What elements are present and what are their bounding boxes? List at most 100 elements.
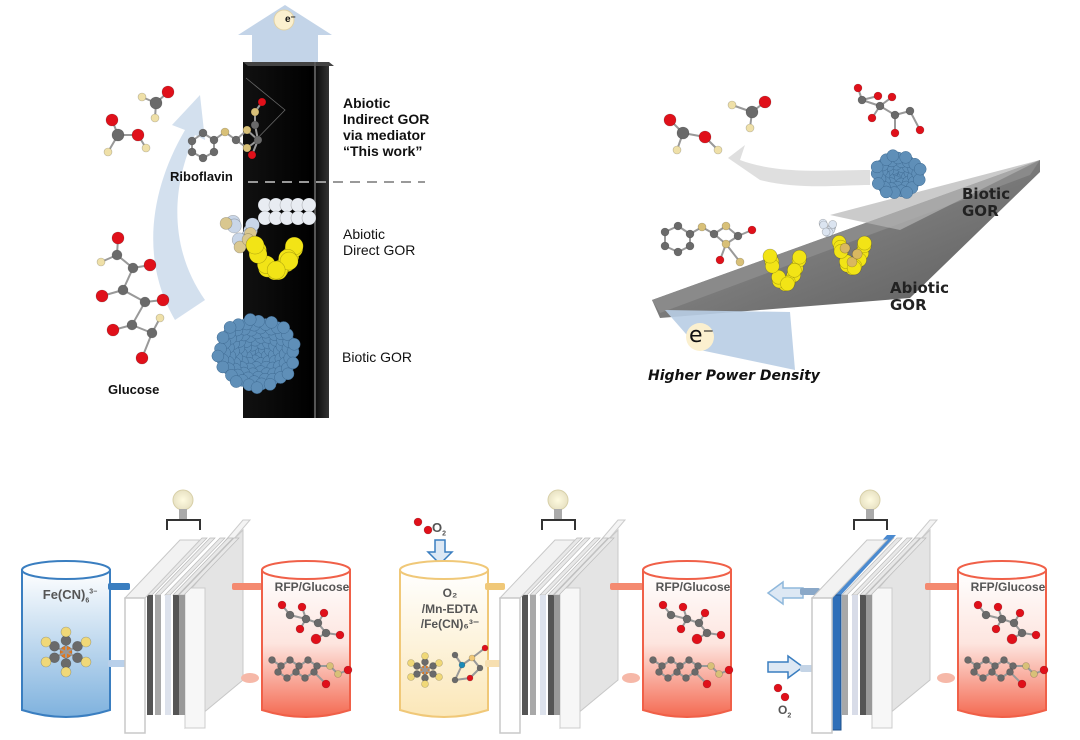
membrane bbox=[860, 595, 866, 715]
label-abiotic-direct: Abiotic Direct GOR bbox=[343, 226, 415, 258]
enzyme-bead bbox=[216, 331, 230, 344]
atom bbox=[673, 247, 683, 257]
atom bbox=[310, 668, 318, 676]
atom bbox=[95, 289, 109, 303]
atom bbox=[780, 276, 795, 292]
membrane bbox=[540, 595, 546, 715]
tank-label-rfp-2: RFP/Glucose bbox=[655, 580, 731, 594]
label-line: Abiotic bbox=[343, 226, 386, 242]
atom bbox=[973, 600, 983, 610]
bulb-base bbox=[179, 509, 187, 519]
front-plate bbox=[124, 597, 146, 734]
inflow-arrow bbox=[767, 654, 805, 680]
atom bbox=[209, 147, 219, 157]
atom bbox=[846, 256, 858, 268]
atom bbox=[476, 664, 484, 672]
atom bbox=[727, 100, 737, 110]
enzyme-bead bbox=[872, 177, 885, 190]
atom bbox=[780, 692, 790, 702]
back-plate-front bbox=[871, 587, 893, 729]
atom bbox=[682, 674, 690, 682]
atom bbox=[127, 262, 139, 274]
enzyme-bead bbox=[250, 381, 264, 394]
blue-electrode bbox=[831, 594, 842, 731]
atom bbox=[141, 143, 151, 153]
atom bbox=[694, 618, 704, 628]
atom bbox=[1015, 608, 1025, 618]
enzyme-bead bbox=[211, 349, 225, 363]
atom bbox=[334, 670, 342, 678]
atom bbox=[997, 674, 1005, 682]
atom bbox=[747, 225, 757, 235]
atom bbox=[131, 128, 145, 142]
pipe-top bbox=[108, 583, 130, 590]
pipe-right bbox=[610, 583, 643, 590]
caption-higher-power: Higher Power Density bbox=[648, 368, 820, 384]
molecules-b bbox=[660, 83, 925, 267]
label-line: Abiotic bbox=[890, 279, 949, 297]
label-abiotic-indirect: Abiotic Indirect GOR via mediator “This … bbox=[343, 95, 429, 159]
cell-stack-2 bbox=[498, 489, 627, 734]
atom bbox=[111, 249, 123, 261]
atom bbox=[155, 313, 165, 323]
atom bbox=[321, 628, 331, 638]
atom bbox=[135, 351, 149, 365]
atom bbox=[156, 293, 170, 307]
tank-top bbox=[957, 560, 1047, 580]
atom bbox=[301, 614, 311, 624]
atom bbox=[242, 125, 252, 135]
o2-down-arrow bbox=[426, 539, 454, 566]
pump-icon bbox=[622, 673, 640, 683]
atom bbox=[103, 147, 113, 157]
enzyme-bead bbox=[263, 378, 277, 391]
atom bbox=[1006, 633, 1018, 645]
label-riboflavin: Riboflavin bbox=[170, 169, 233, 184]
bulb-base bbox=[554, 509, 562, 519]
atom bbox=[672, 145, 682, 155]
glucose-molecule bbox=[95, 231, 170, 365]
panel-b bbox=[652, 83, 1040, 370]
atom bbox=[991, 662, 999, 670]
membrane bbox=[165, 595, 171, 715]
atom bbox=[649, 656, 657, 664]
label-line: Indirect GOR bbox=[343, 111, 430, 128]
atom bbox=[762, 248, 778, 264]
cell-stack-1 bbox=[123, 489, 252, 734]
lightbulb-icon bbox=[547, 489, 569, 511]
label-text: O bbox=[778, 703, 788, 717]
atom bbox=[1009, 618, 1019, 628]
riboflavin-molecule bbox=[187, 97, 267, 163]
atom bbox=[429, 670, 437, 678]
enzyme-bead bbox=[229, 375, 243, 388]
atom bbox=[707, 662, 715, 670]
lightbulb-icon bbox=[172, 489, 194, 511]
atom bbox=[660, 241, 670, 251]
atom bbox=[1009, 662, 1017, 670]
enzyme-bead bbox=[265, 316, 278, 329]
pipe-top bbox=[800, 588, 820, 595]
atom bbox=[253, 135, 263, 145]
atom bbox=[715, 255, 725, 265]
tank-top bbox=[399, 560, 489, 580]
atom bbox=[40, 636, 52, 648]
electron-label-b: e⁻ bbox=[689, 323, 715, 348]
atom bbox=[105, 113, 119, 127]
atom bbox=[413, 517, 423, 527]
tank-top bbox=[261, 560, 351, 580]
atom bbox=[49, 640, 60, 652]
label-line: /Mn-EDTA bbox=[421, 601, 479, 616]
atom bbox=[233, 240, 247, 254]
label-sub: 2 bbox=[442, 530, 447, 538]
atom bbox=[685, 241, 695, 251]
atom bbox=[161, 85, 175, 99]
atom bbox=[295, 624, 305, 634]
pipe-top bbox=[485, 583, 505, 590]
atom bbox=[466, 674, 474, 682]
atom bbox=[685, 656, 693, 664]
membrane bbox=[852, 595, 858, 715]
atom bbox=[301, 210, 317, 226]
atom bbox=[676, 126, 690, 140]
atom bbox=[678, 602, 688, 612]
atom bbox=[673, 221, 683, 231]
